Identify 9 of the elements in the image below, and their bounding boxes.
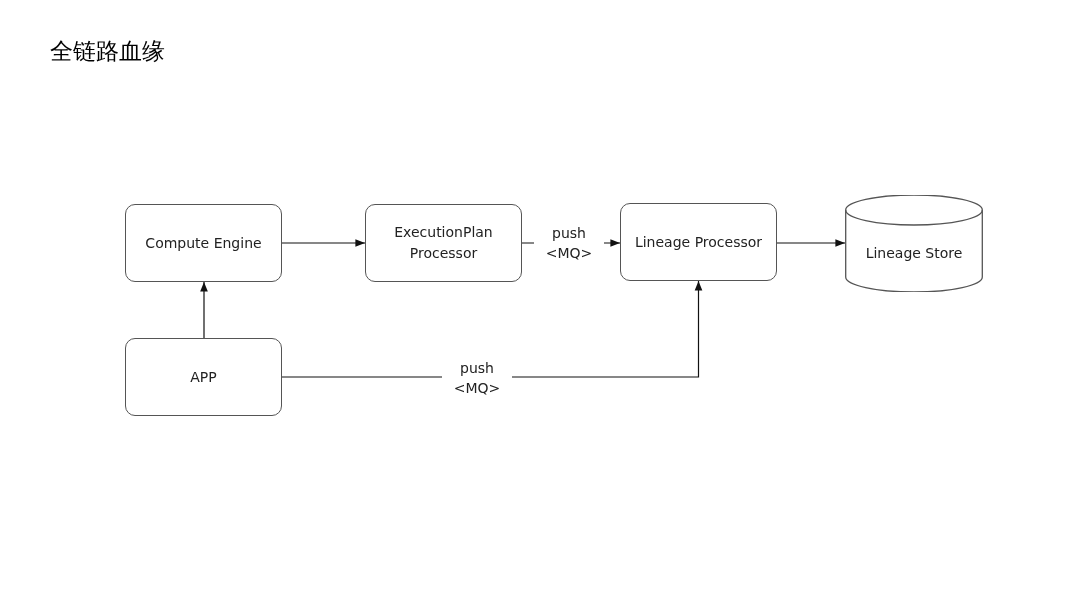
process-box: APP — [125, 338, 282, 416]
process-box: ExecutionPlan Processor — [365, 204, 522, 282]
arrow — [776, 239, 846, 247]
database-cylinder: Lineage Store — [845, 195, 983, 292]
arrow — [281, 239, 366, 247]
arrow — [200, 281, 208, 339]
title: 全链路血缘 — [50, 37, 165, 66]
process-box: Lineage Processor — [620, 203, 777, 281]
process-box: Compute Engine — [125, 204, 282, 282]
